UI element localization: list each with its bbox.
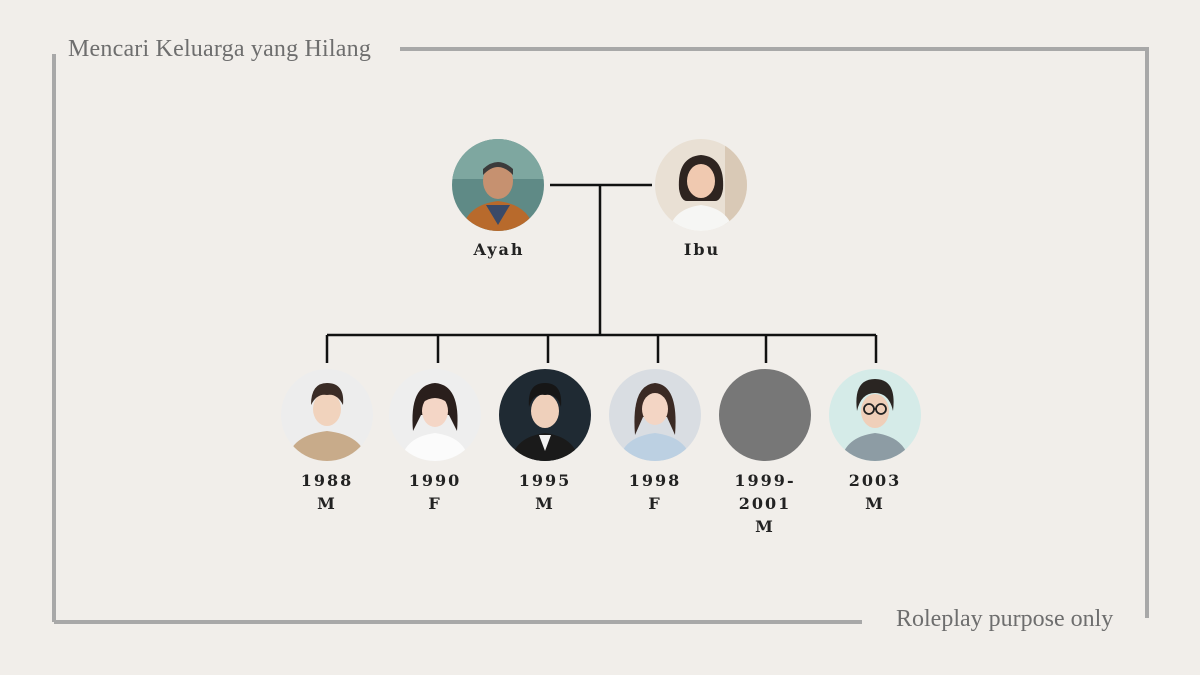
- child-year-5-end: 2001: [738, 494, 792, 513]
- child-sex-4: F: [648, 494, 662, 513]
- avatar-child-4: [609, 369, 701, 461]
- child-sex-6: M: [865, 494, 885, 513]
- child-label-6: 2003 M: [815, 469, 935, 515]
- child-label-5: 1999- 2001 M: [705, 469, 825, 538]
- child-label-3: 1995 M: [485, 469, 605, 515]
- avatar-child-5-placeholder: [719, 369, 811, 461]
- page-title: Mencari Keluarga yang Hilang: [68, 36, 372, 62]
- child-sex-3: M: [535, 494, 555, 513]
- avatar-father: [452, 139, 544, 231]
- child-year-4: 1998: [628, 471, 682, 490]
- child-label-4: 1998 F: [595, 469, 715, 515]
- footer-note: Roleplay purpose only: [896, 606, 1114, 632]
- page-frame: [52, 47, 1149, 624]
- child-label-2: 1990 F: [375, 469, 495, 515]
- child-year-6: 2003: [848, 471, 902, 490]
- child-year-5: 1999-: [734, 471, 796, 490]
- parent-label-father: Ayah: [473, 240, 525, 259]
- avatar-child-6: [829, 369, 921, 461]
- child-year-3: 1995: [518, 471, 572, 490]
- avatar-mother: [655, 139, 747, 231]
- child-year-1: 1988: [300, 471, 354, 490]
- avatar-child-3: [499, 369, 591, 461]
- parent-label-mother: Ibu: [683, 240, 721, 259]
- child-year-2: 1990: [408, 471, 462, 490]
- child-sex-1: M: [317, 494, 337, 513]
- child-sex-5: M: [755, 517, 775, 536]
- connectors: [325, 183, 878, 363]
- child-label-1: 1988 M: [267, 469, 387, 515]
- avatar-child-2: [389, 369, 481, 461]
- child-sex-2: F: [428, 494, 442, 513]
- avatar-child-1: [281, 369, 373, 461]
